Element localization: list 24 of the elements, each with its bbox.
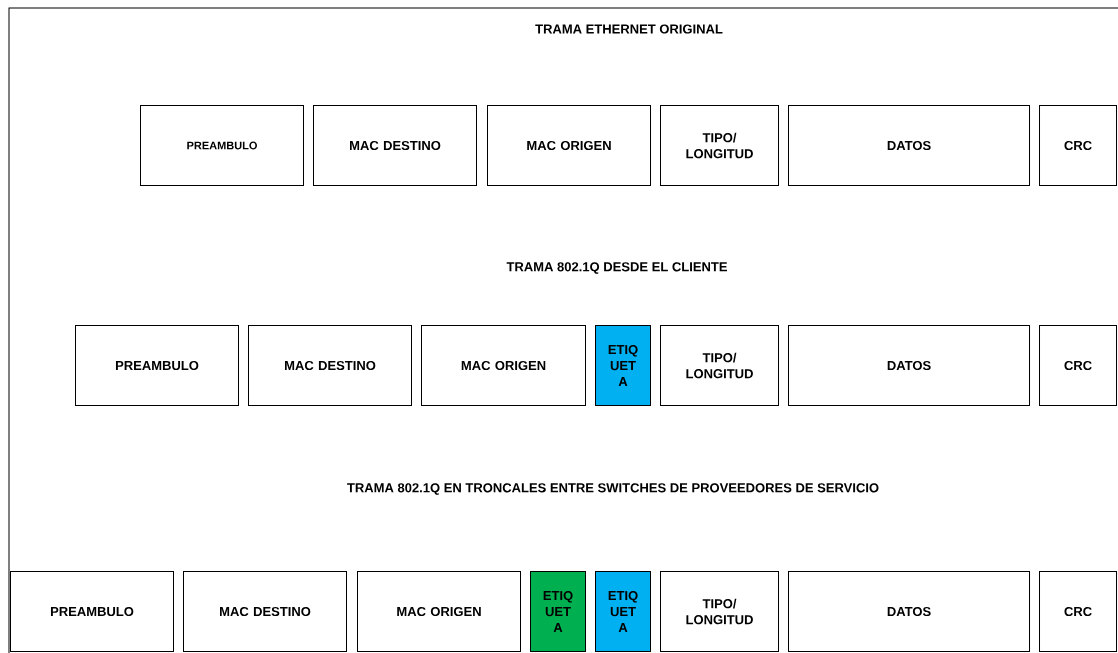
frame-title: TRAMA 802.1Q DESDE EL CLIENTE <box>506 262 727 274</box>
field-box: CRC <box>1039 105 1117 186</box>
field-box: MAC DESTINO <box>313 105 477 186</box>
field-box: PREAMBULO <box>75 325 239 406</box>
field-box: MAC ORIGEN <box>357 571 521 652</box>
frame-title: TRAMA 802.1Q EN TRONCALES ENTRE SWITCHES DE PROVEEDORES DE SERVICIO <box>347 483 879 495</box>
field-box: PREAMBULO <box>140 105 304 186</box>
tag-field-box: ETIQ UET A <box>595 325 651 406</box>
field-box: TIPO/ LONGITUD <box>660 105 779 186</box>
field-box: MAC DESTINO <box>183 571 347 652</box>
frame-title: TRAMA ETHERNET ORIGINAL <box>535 24 723 34</box>
tag-field-box: ETIQ UET A <box>530 571 586 652</box>
field-box: MAC ORIGEN <box>487 105 651 186</box>
field-box: DATOS <box>788 105 1030 186</box>
field-box: PREAMBULO <box>10 571 174 652</box>
field-box: DATOS <box>788 571 1030 652</box>
field-box: MAC ORIGEN <box>421 325 586 406</box>
field-box: MAC DESTINO <box>248 325 412 406</box>
tag-field-box: ETIQ UET A <box>595 571 651 652</box>
field-box: TIPO/ LONGITUD <box>660 571 779 652</box>
field-box: CRC <box>1039 325 1117 406</box>
field-box: TIPO/ LONGITUD <box>660 325 779 406</box>
field-box: DATOS <box>788 325 1030 406</box>
field-box: CRC <box>1039 571 1117 652</box>
